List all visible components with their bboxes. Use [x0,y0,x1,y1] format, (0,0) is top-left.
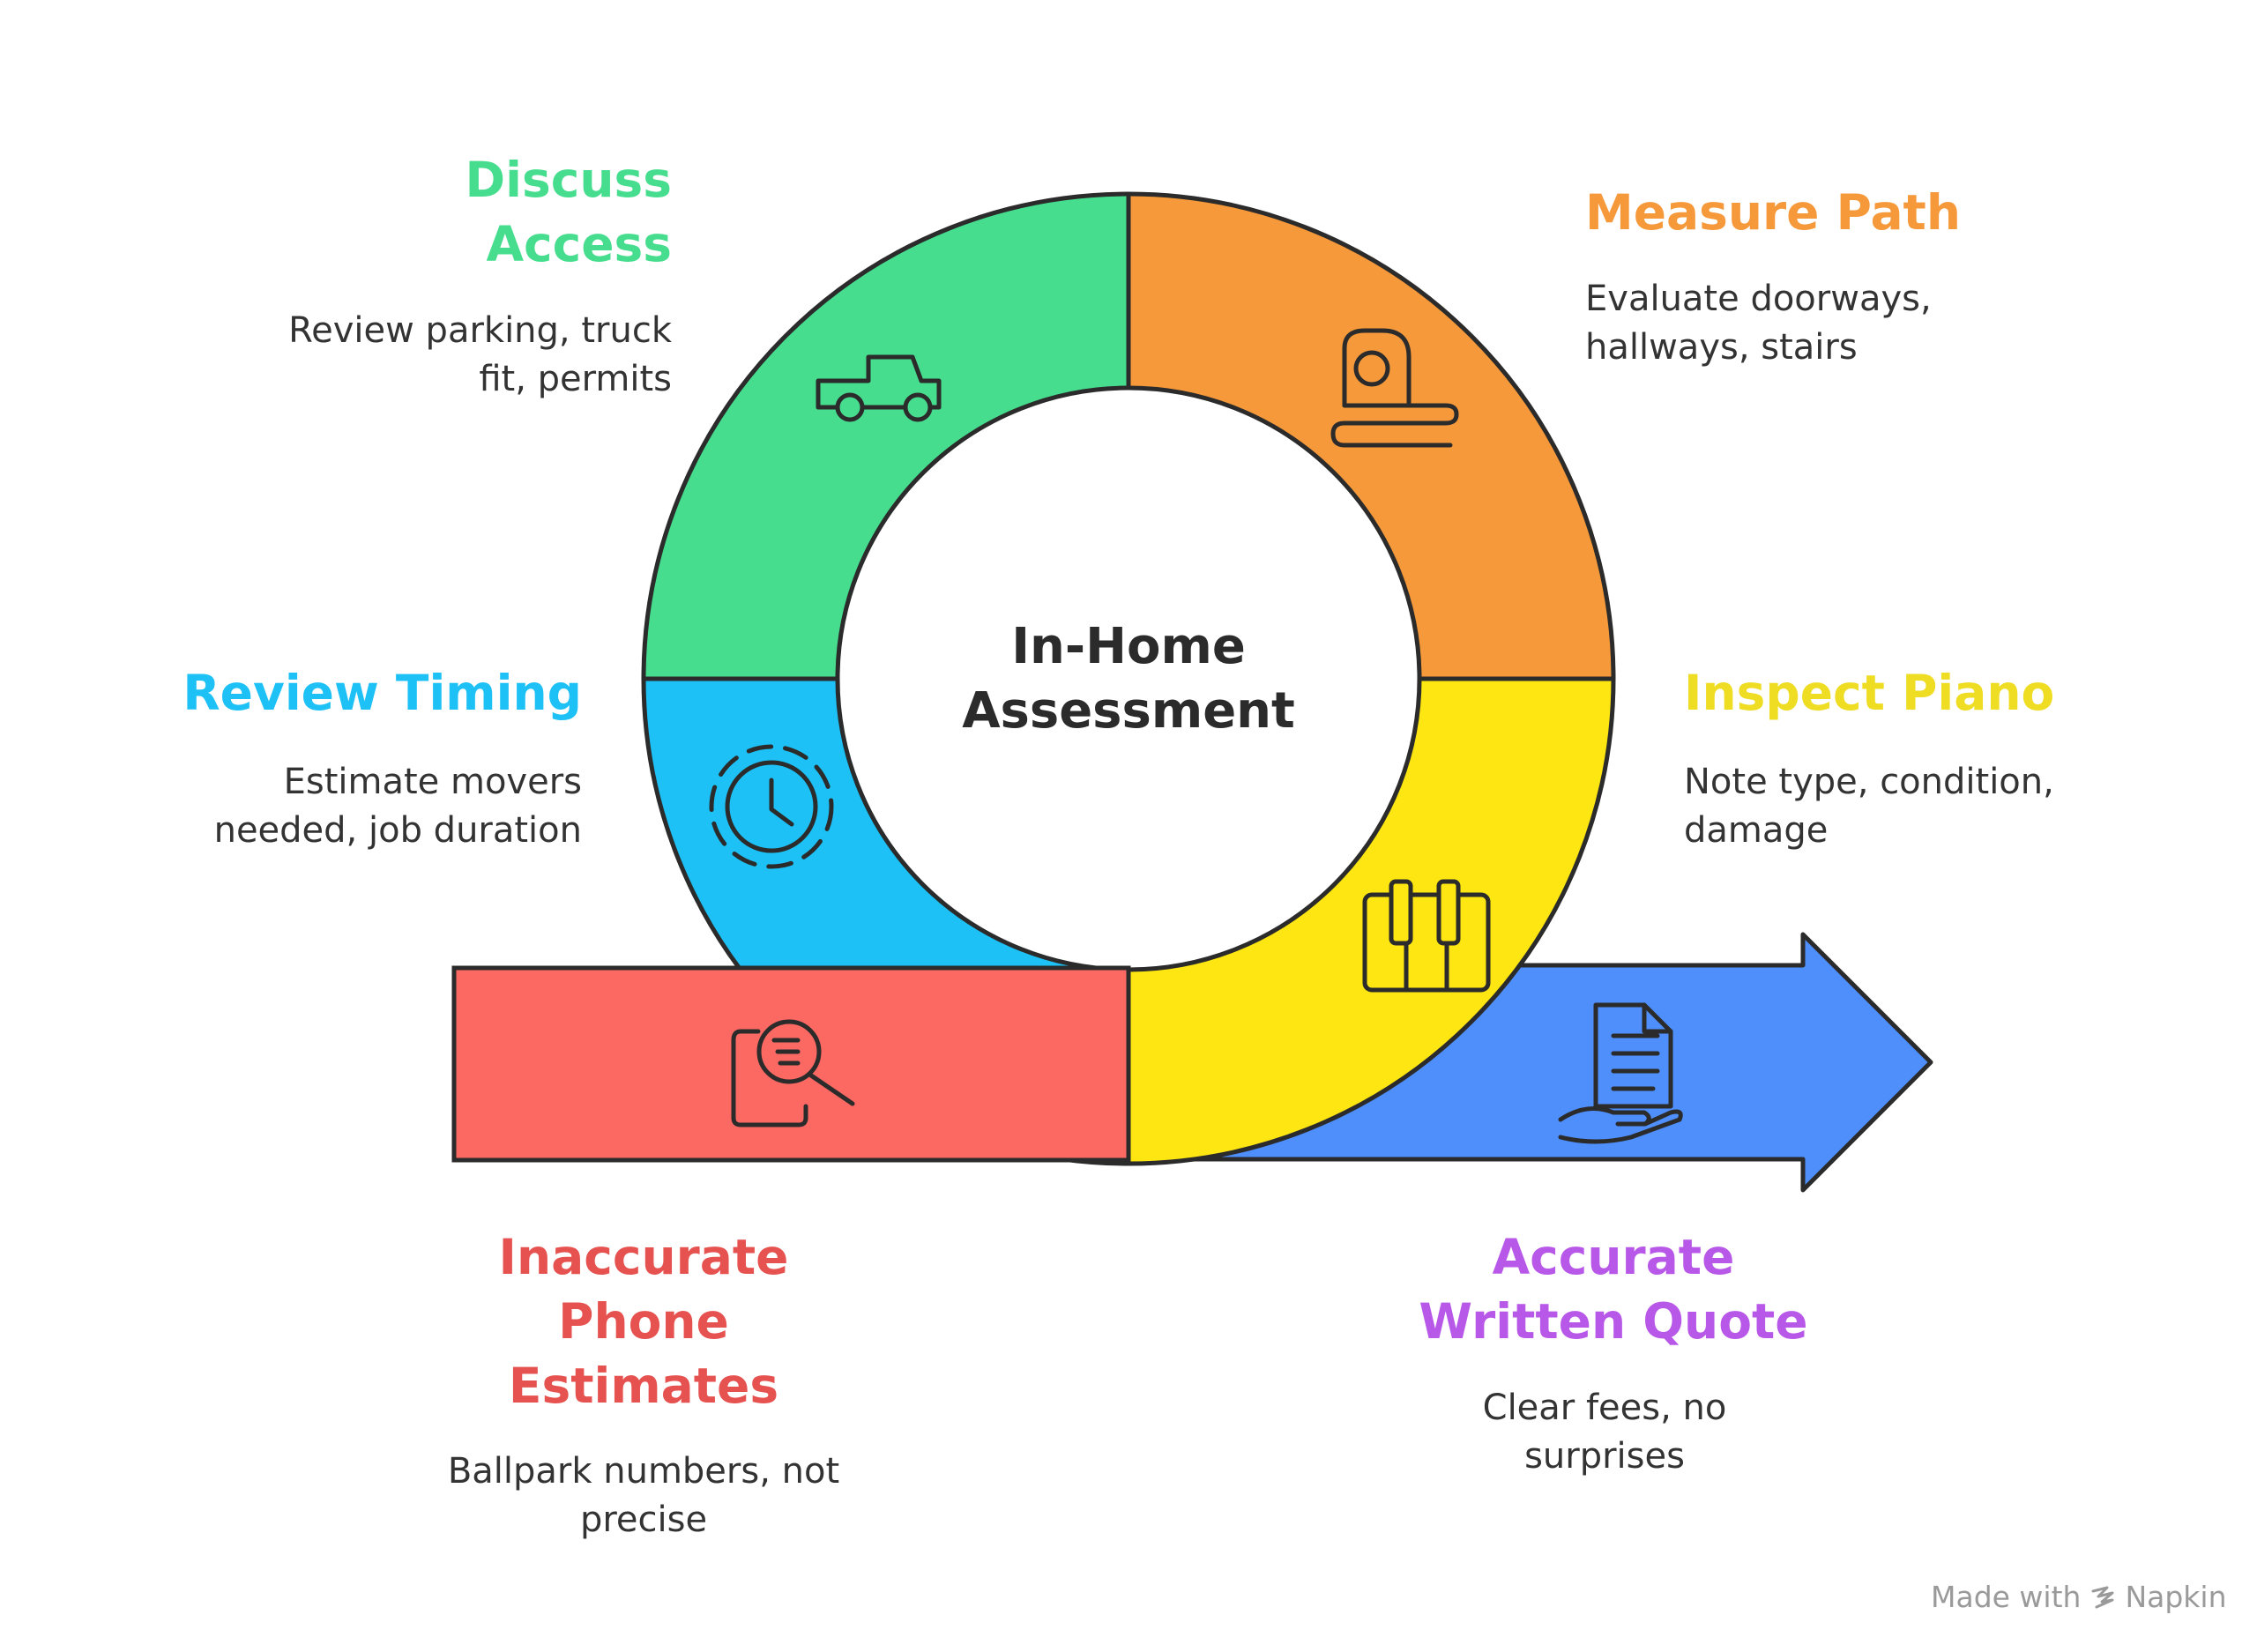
truck-icon [816,354,942,422]
tape-measure-icon [1330,328,1459,448]
clock-icon [709,744,834,869]
measure-path-title: Measure Path [1585,184,1962,241]
start-title: Inaccurate Phone Estimates [498,1229,789,1414]
discuss-access-title: Discuss Access [264,148,672,277]
discuss-access-description: Review parking, truck fit, permits [288,310,672,399]
inspect-piano-description: Note type, condition, damage [1684,762,2054,851]
inspect-piano-title: Inspect Piano [1684,665,2055,721]
end-title: Accurate Written Quote [1419,1229,1808,1350]
document-hand-icon [1558,1002,1683,1144]
measure-path-description: Evaluate doorways, hallways, stairs [1585,279,1932,368]
review-timing-description: Estimate movers needed, job duration [213,762,582,851]
start-description: Ballpark numbers, not precise [447,1451,840,1540]
search-document-icon [731,1019,855,1127]
discuss-access-title-text: Discuss Access [465,152,672,272]
watermark[interactable]: Made with Napkin [1931,1580,2227,1614]
watermark-text: Made with [1931,1580,2082,1614]
napkin-logo-icon [2091,1586,2114,1608]
review-timing-title: Review Timing [182,665,582,721]
end-description: Clear fees, no surprises [1482,1388,1727,1477]
process-ring [641,191,1616,1166]
center-title: In-Home Assessment [962,618,1295,740]
watermark-brand: Napkin [2125,1580,2227,1614]
piano-keys-icon [1362,879,1491,993]
